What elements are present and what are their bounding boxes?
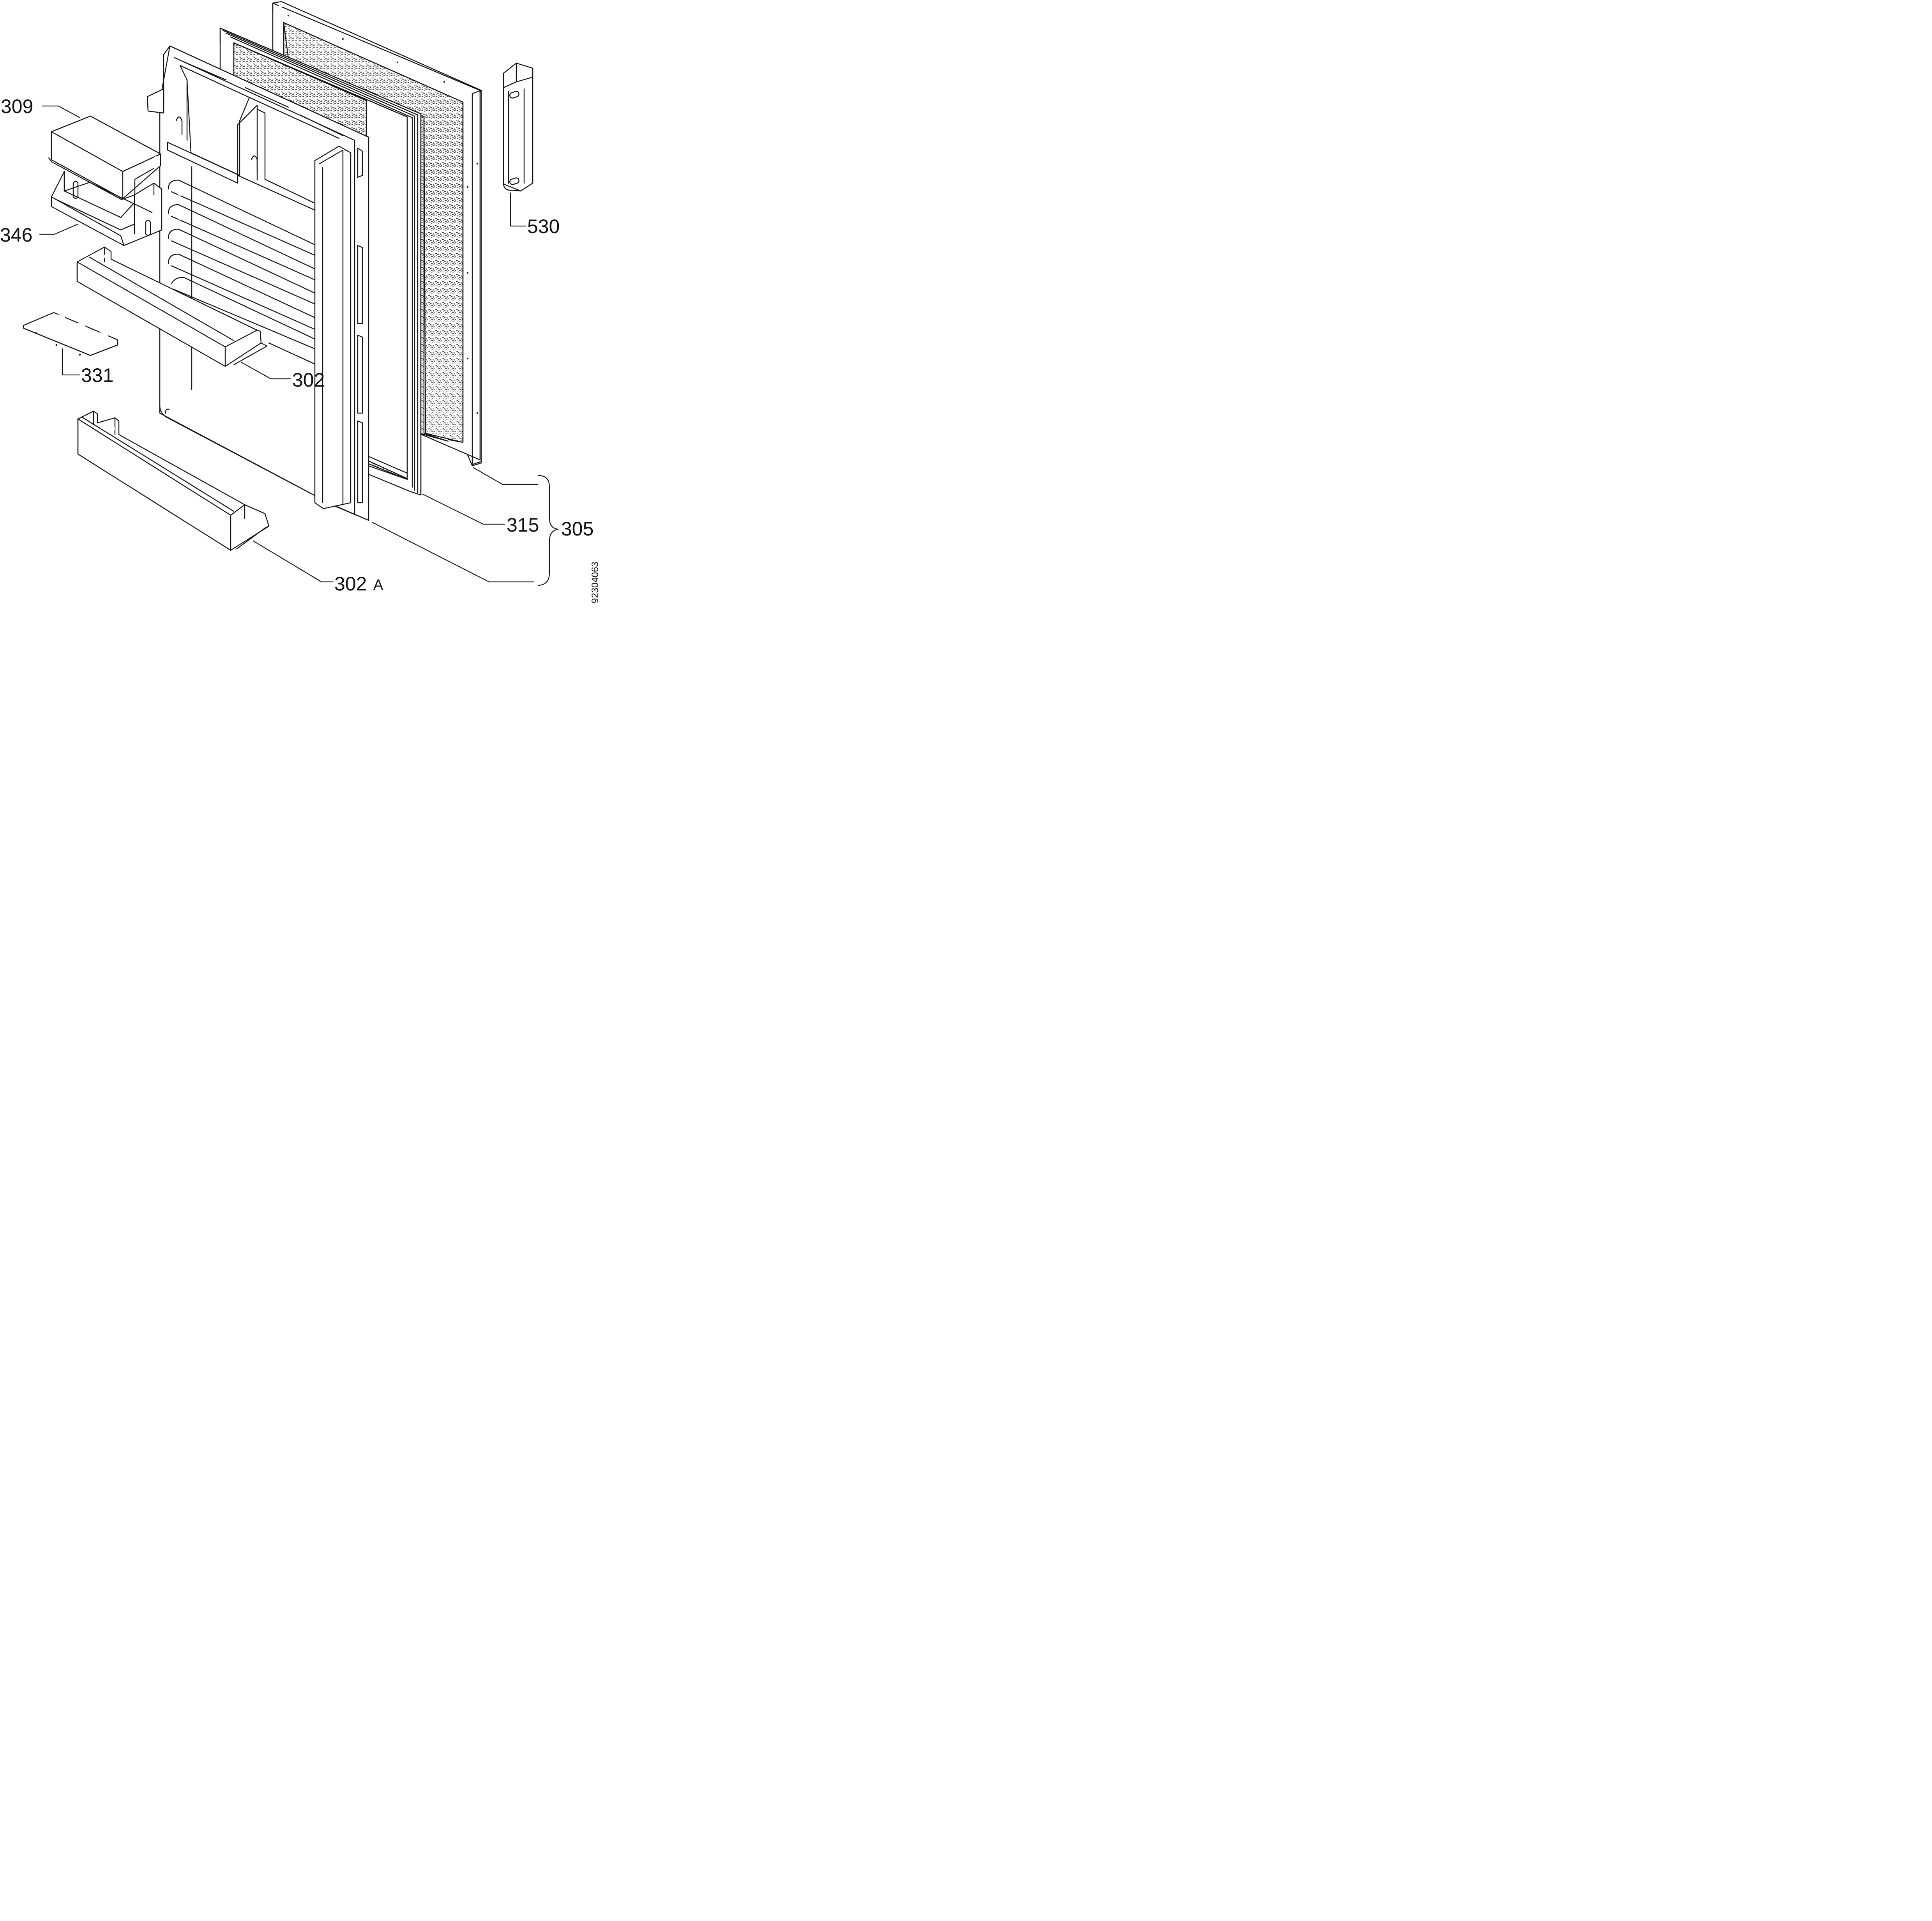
exploded-parts-diagram: 309 346 331 302 302 A 530 315 305 923040… — [0, 1, 600, 603]
label-309: 309 — [1, 95, 33, 117]
part-302-door-shelf — [76, 246, 268, 367]
liner-right-frame — [314, 145, 363, 509]
callout-labels: 309 346 331 302 302 A 530 315 305 923040… — [0, 95, 600, 603]
outer-panel-screw-holes — [287, 14, 479, 414]
inner-door-liner — [147, 45, 369, 521]
part-302a-bottle-shelf — [77, 410, 270, 551]
leader-liner — [371, 521, 535, 583]
label-302: 302 — [292, 369, 325, 391]
leader-346 — [39, 223, 79, 235]
leader-302a — [253, 540, 334, 583]
leader-309 — [41, 105, 81, 118]
part-331-egg-tray — [23, 312, 118, 356]
leader-302 — [241, 362, 291, 380]
drawing-number: 92304063 — [590, 562, 600, 603]
label-302a: 302 — [334, 573, 367, 595]
leader-315 — [422, 493, 505, 525]
bracket-305 — [538, 475, 559, 586]
leader-530 — [510, 192, 527, 227]
leader-lines — [39, 105, 559, 586]
label-302a-suffix: A — [373, 577, 383, 593]
leader-outer-panel — [473, 467, 539, 485]
liner-shelf-ribs — [168, 166, 316, 391]
label-305: 305 — [561, 518, 593, 540]
label-530: 530 — [527, 216, 560, 237]
part-530-door-handle — [503, 62, 533, 192]
liner-upper-shelves — [147, 61, 344, 211]
label-346: 346 — [0, 224, 32, 246]
leader-331 — [62, 348, 81, 376]
part-346-compartment-tray — [51, 171, 162, 246]
label-315: 315 — [507, 514, 539, 536]
label-331: 331 — [81, 364, 113, 386]
part-309-compartment-lid — [48, 115, 161, 200]
